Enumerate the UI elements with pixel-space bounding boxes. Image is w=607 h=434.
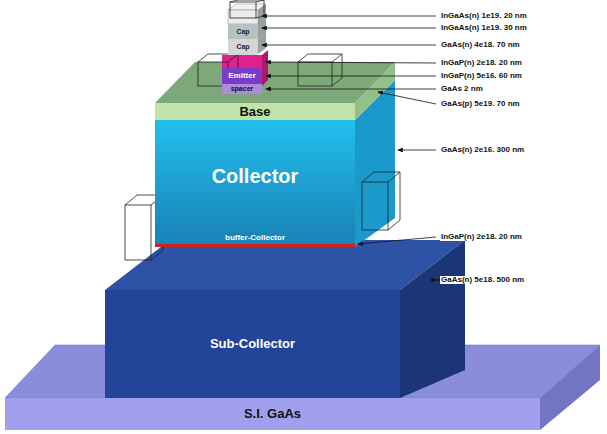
base-layer: Base [155, 103, 355, 120]
emitter-layer: Emitter [222, 68, 262, 84]
layer-name: Collector [212, 166, 299, 187]
layer-name: buffer-Collector [225, 234, 285, 242]
layer-spec: InGaAs(n) 1e19. 20 nm [440, 12, 528, 20]
layer-spec: InGaAs(n) 1e19. 30 nm [440, 24, 528, 32]
layer-name: Emitter [228, 72, 256, 80]
layer-name: Cap [236, 43, 249, 50]
layer-spec: InGaP(n) 5e16. 60 nm [440, 72, 523, 80]
layer-name: Base [239, 105, 270, 119]
cap-layer: Cap [228, 39, 258, 55]
layer-name: spacer [231, 85, 254, 92]
sub-collector-layer: Sub-Collector [105, 290, 400, 398]
layer-spec: InGaP(n) 2e18. 20 nm [440, 233, 523, 241]
layer-spec: GaAs(n) 4e18. 70 nm [440, 41, 521, 49]
layer-spec: InGaP(n) 2e18. 20 nm [440, 59, 523, 67]
layer-name: Sub-Collector [210, 337, 295, 351]
collector-layer: Collector [155, 120, 355, 233]
layer-spec: GaAs(p) 5e19. 70 nm [440, 100, 521, 108]
layer-spec: GaAs(n) 2e16. 300 nm [440, 146, 525, 154]
spacer-layer: spacer [222, 84, 262, 94]
substrate-layer: S.I. GaAs [5, 398, 540, 430]
layer-name: Cap [236, 28, 249, 35]
buffer-collector-layer: buffer-Collector [155, 233, 355, 247]
layer-spec: GaAs(n) 5e18. 500 nm [440, 276, 525, 284]
cap-layer: Cap [228, 24, 258, 39]
layer-spec: GaAs 2 nm [440, 85, 484, 93]
layer-name: S.I. GaAs [244, 407, 301, 421]
